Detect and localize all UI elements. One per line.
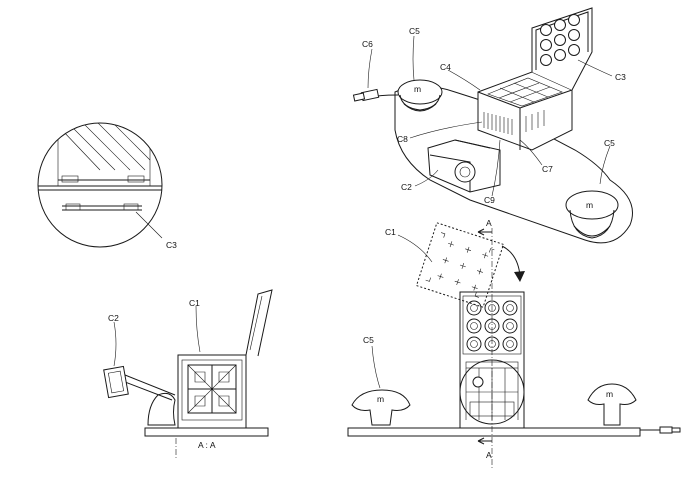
label-c1-right: C1 bbox=[385, 227, 396, 237]
front-right-knob: m bbox=[588, 384, 636, 425]
label-c5-top: C5 bbox=[409, 26, 420, 36]
label-section-a-bottom: A bbox=[486, 450, 492, 460]
label-c4: C4 bbox=[440, 62, 451, 72]
right-knob: m bbox=[566, 191, 618, 238]
label-c3-circle: C3 bbox=[166, 240, 177, 250]
front-left-knob: m bbox=[352, 390, 410, 425]
label-section-a-top: A bbox=[486, 218, 492, 228]
front-view: m m bbox=[348, 223, 680, 470]
label-c8: C8 bbox=[397, 134, 408, 144]
detail-circle-view bbox=[38, 120, 162, 247]
label-c9: C9 bbox=[484, 195, 495, 205]
section-aa-view bbox=[104, 290, 272, 460]
svg-text:m: m bbox=[586, 200, 593, 210]
label-c2-left: C2 bbox=[108, 313, 119, 323]
svg-text:m: m bbox=[377, 394, 384, 404]
label-c1-bottom: C1 bbox=[189, 298, 200, 308]
label-c5-right: C5 bbox=[604, 138, 615, 148]
label-c7: C7 bbox=[542, 164, 553, 174]
svg-text:m: m bbox=[606, 389, 613, 399]
svg-text:m: m bbox=[414, 84, 421, 94]
label-c3-top: C3 bbox=[615, 72, 626, 82]
isometric-device-view: m bbox=[353, 8, 632, 243]
left-knob: m bbox=[398, 80, 442, 111]
label-section-aa: A : A bbox=[198, 440, 216, 450]
label-c5-bottom: C5 bbox=[363, 335, 374, 345]
label-c2-top: C2 bbox=[401, 182, 412, 192]
label-c6: C6 bbox=[362, 39, 373, 49]
